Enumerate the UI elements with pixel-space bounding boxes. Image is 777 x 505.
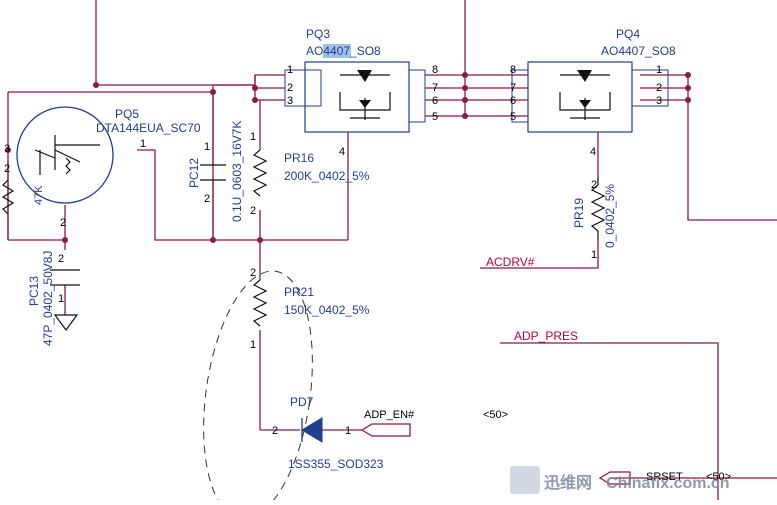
pq5-transistor: PQ5 DTA144EUA_SC70 47K 3 1 2 2 <box>4 106 201 229</box>
pq3-pin7: 7 <box>432 82 438 94</box>
net-acdrv: ACDRV# <box>486 255 535 269</box>
net-adp-en: ADP_EN# <box>364 409 415 421</box>
junctions <box>5 72 691 243</box>
pc13-pin2: 2 <box>58 253 64 265</box>
pd7-ref: PD7 <box>290 395 314 409</box>
net-adp-en-ref: <50> <box>483 409 508 421</box>
pq3-value: AO4407_SO8 <box>306 44 381 58</box>
pq4-pin2: 2 <box>656 82 662 94</box>
pd7-pin2: 2 <box>272 425 278 437</box>
pc13-ref: PC13 <box>27 276 41 306</box>
pr19-pin2: 2 <box>591 179 597 191</box>
pr21-value: 150K_0402_5% <box>284 303 370 317</box>
pq4-pin3: 3 <box>656 95 662 107</box>
pd7-diode: PD7 1SS355_SOD323 2 1 <box>272 395 384 471</box>
pq5-r-label: 47K <box>33 185 45 205</box>
pq5-pin1: 1 <box>140 138 146 150</box>
pq3-pin3: 3 <box>287 95 293 107</box>
pq3-pin5: 5 <box>432 111 438 123</box>
pr19-ref: PR19 <box>572 198 586 228</box>
pc12-ref: PC12 <box>187 158 201 188</box>
pr19-value: 0_0402_5% <box>603 184 617 248</box>
pq5-ref: PQ5 <box>115 107 139 121</box>
pd7-pin1: 1 <box>345 425 351 437</box>
pr21-resistor: PR21 150K_0402_5% 2 1 <box>250 267 370 351</box>
pq4-pin1: 1 <box>656 64 662 76</box>
pq4-mosfet: PQ4 AO4407_SO8 8 7 6 5 1 2 3 4 <box>510 27 676 158</box>
pr16-value: 200K_0402_5% <box>284 169 370 183</box>
pq3-pin4: 4 <box>339 146 345 158</box>
pq3-ref: PQ3 <box>306 27 330 41</box>
pq4-pin8: 8 <box>510 64 516 76</box>
net-srset-ref: <50> <box>706 471 731 483</box>
pr16-pin2: 2 <box>250 205 256 217</box>
pq4-ref: PQ4 <box>616 27 640 41</box>
pq4-pin6: 6 <box>510 95 516 107</box>
pq3-mosfet: PQ3 AO4407_SO8 1 2 3 8 7 6 5 4 <box>284 27 438 158</box>
left-resistor <box>1 179 15 215</box>
pr19-pin1: 1 <box>591 249 597 261</box>
pr21-pin2: 2 <box>250 267 256 279</box>
pq5-pin2: 2 <box>60 217 66 229</box>
pr16-resistor: PR16 200K_0402_5% 1 2 <box>250 131 370 217</box>
pq4-pin7: 7 <box>510 82 516 94</box>
pc13-value: 47P_0402_50V8J <box>41 251 55 346</box>
pr21-pin1: 1 <box>250 339 256 351</box>
pc12-value: 0.1U_0603_16V7K <box>230 121 244 222</box>
net-labels: ACDRV# ADP_PRES ADP_EN# <50> SRSET <50> <box>360 255 731 485</box>
pq3-pin8: 8 <box>432 64 438 76</box>
pq3-pin1: 1 <box>287 64 293 76</box>
pc13-pin1: 1 <box>58 293 64 305</box>
net-adp-pres: ADP_PRES <box>514 329 578 343</box>
pq5-value: DTA144EUA_SC70 <box>96 121 201 135</box>
dashed-annotation <box>203 270 313 505</box>
pq5-pin2-left: 2 <box>4 163 10 175</box>
pq4-pin5: 5 <box>510 111 516 123</box>
pr16-ref: PR16 <box>284 151 314 165</box>
pq3-pin6: 6 <box>432 95 438 107</box>
watermark-site: Chinafix.com.cn <box>606 475 730 492</box>
pc13-capacitor: PC13 47P_0402_50V8J 2 1 <box>27 251 80 346</box>
pr19-resistor: PR19 0_0402_5% 2 1 <box>572 175 617 261</box>
watermark: 迅维网 Chinafix.com.cn <box>510 466 730 494</box>
pr16-pin1: 1 <box>250 131 256 143</box>
pc12-pin2: 2 <box>204 193 210 205</box>
pd7-value: 1SS355_SOD323 <box>288 457 384 471</box>
pq4-value: AO4407_SO8 <box>601 44 676 58</box>
pq4-pin4: 4 <box>590 146 596 158</box>
watermark-cn: 迅维网 <box>544 473 592 492</box>
pq5-pin3: 3 <box>4 143 10 155</box>
wires <box>7 0 777 500</box>
pq3-pin2: 2 <box>287 82 293 94</box>
pc12-pin1: 1 <box>204 141 210 153</box>
pc12-capacitor: PC12 0.1U_0603_16V7K 1 2 <box>187 121 244 222</box>
net-srset: SRSET <box>646 471 683 483</box>
watermark-logo-icon <box>510 466 540 494</box>
pq3-highlight <box>323 44 351 58</box>
